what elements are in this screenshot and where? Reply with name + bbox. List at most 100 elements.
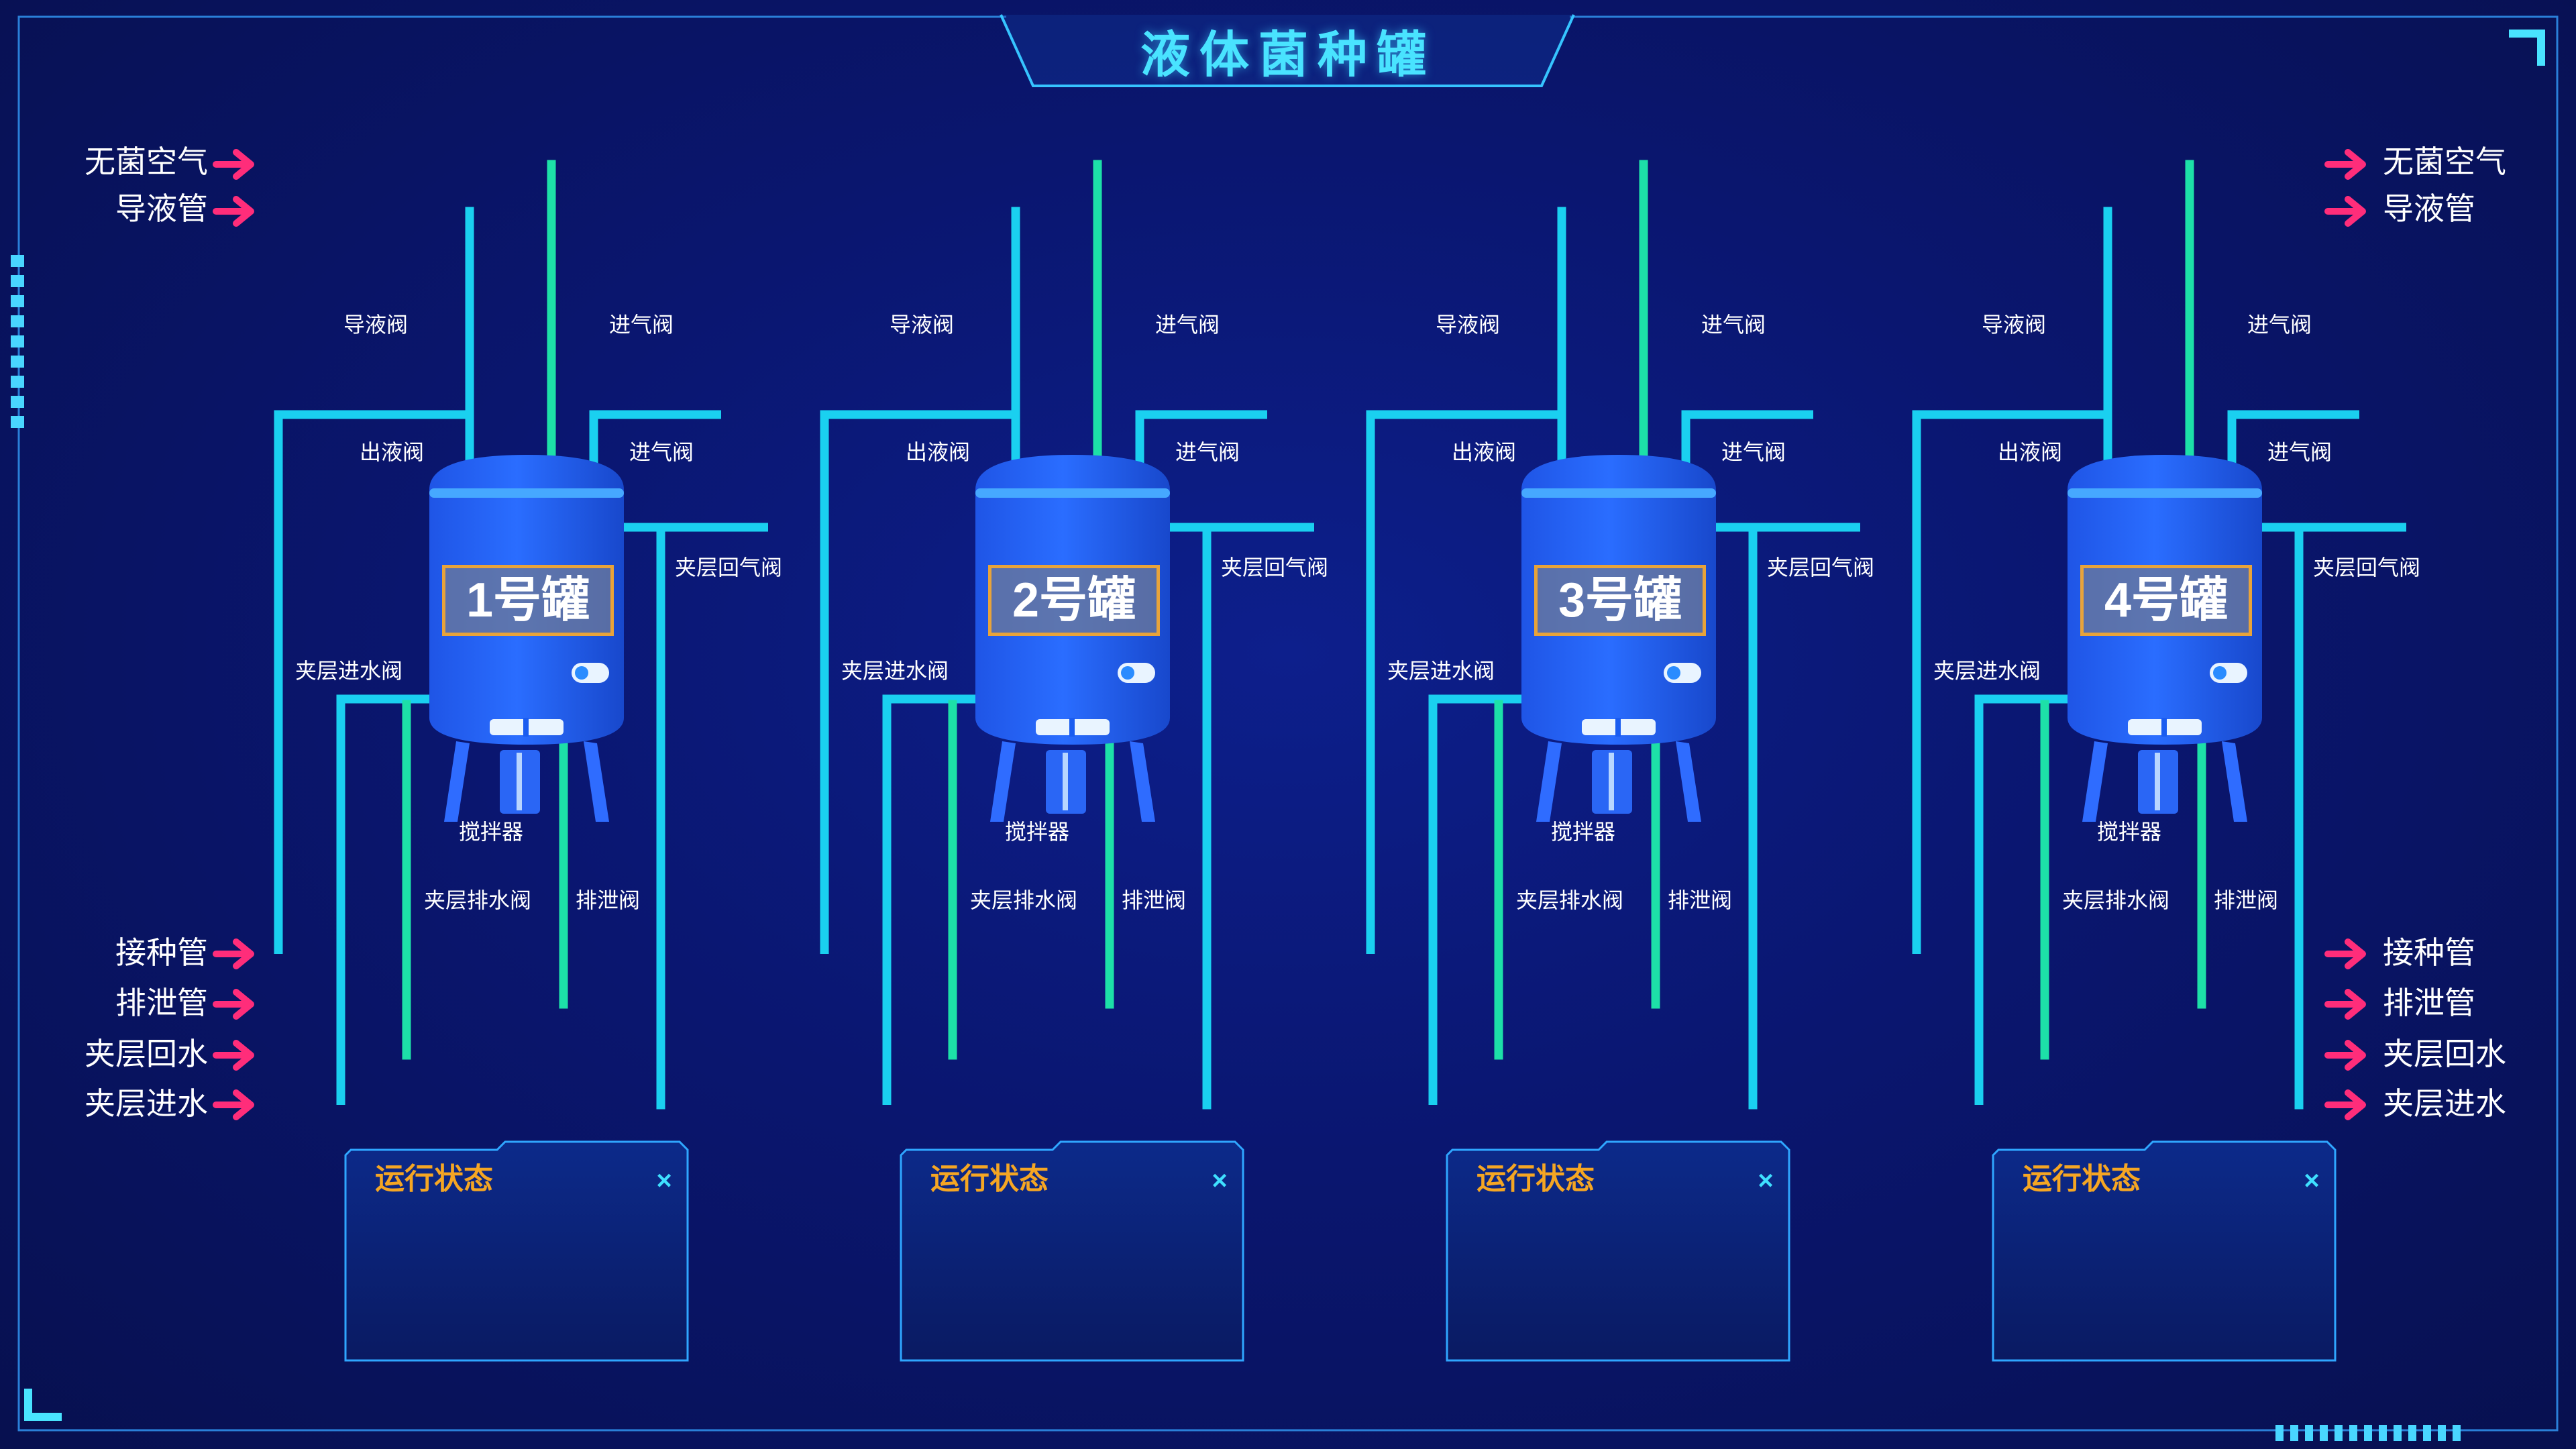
status-panel-frame [344,1140,689,1362]
tank-leg [2222,741,2247,822]
tank-leg [1130,741,1155,822]
edge-dash [11,416,24,428]
edge-dash [11,295,24,307]
valve-label-outlet: 出液阀 [906,440,971,464]
sight-glass-knob [1121,666,1134,680]
edge-dash [2275,1425,2284,1441]
close-icon[interactable]: × [656,1166,672,1195]
status-panel-border [900,1140,1244,1362]
status-panel: 运行状态 × [345,1152,688,1362]
tank-rim-band [429,488,624,498]
tank-name-plate: 2号罐 [988,565,1160,636]
edge-dash [2438,1425,2446,1441]
edge-dash [2320,1425,2328,1441]
valve-label-liquid-guide: 导液阀 [1436,313,1501,337]
status-panel-frame [1446,1140,1790,1362]
title-frame [1000,14,1575,87]
tank-leg [990,741,1016,822]
close-icon[interactable]: × [1212,1166,1228,1195]
valve-label-drain: 排泄阀 [1122,888,1187,912]
valve-label-outlet: 出液阀 [1998,440,2063,464]
valve-label-jacket-water-inlet: 夹层进水阀 [295,659,403,683]
sight-glass-knob [575,666,588,680]
valve-label-liquid-guide: 导液阀 [1982,313,2047,337]
tank-leg [584,741,609,822]
tank-leg [444,741,470,822]
outlet-pipe [1912,410,2108,954]
valve-label-jacket-water-inlet: 夹层进水阀 [1387,659,1495,683]
status-panel: 运行状态 × [1993,1152,2335,1362]
valve-label-outlet: 出液阀 [360,440,425,464]
title-banner: 液体菌种罐 [1006,13,1570,87]
status-panel-frames [344,1140,2337,1362]
left-flow-arrow [213,196,254,227]
status-panel-title: 运行状态 [375,1163,493,1195]
edge-dash [2379,1425,2387,1441]
edge-dash [2334,1425,2343,1441]
edge-dash [2349,1425,2357,1441]
edge-dash [11,356,24,368]
bottom-flange-divider [2161,718,2167,737]
left-flow-arrow [213,1089,254,1120]
air-inlet-pipe [2227,410,2359,470]
air-inlet-pipe [1681,410,1813,470]
outlet-pipe [820,410,1016,954]
edge-dash [11,275,24,287]
left-edge-dashes [11,255,24,428]
pipe-label-right-jacket-return: 夹层回水 [2383,1036,2506,1071]
status-panel-title: 运行状态 [1477,1163,1595,1195]
mixer-label: 搅拌器 [2097,820,2162,844]
tank-rim-band [975,488,1170,498]
valve-label-jacket-return-air: 夹层回气阀 [1767,555,1875,580]
status-panel-border [344,1140,689,1362]
mixer-shaft [1609,753,1614,810]
valve-label-air-inlet: 进气阀 [1721,440,1786,464]
edge-dash [2453,1425,2461,1441]
pipe-label-left-jacket-return: 夹层回水 [85,1036,208,1071]
jacket-water-inlet-pipe [1428,694,1535,1105]
edge-dash [2423,1425,2431,1441]
status-panel-border [1446,1140,1790,1362]
left-flow-arrow [213,1040,254,1071]
corner-bottom-left-mark [24,1389,62,1421]
mixer-shaft [1063,753,1068,810]
pipe-label-left-inoculation: 接种管 [115,935,208,970]
close-icon[interactable]: × [2304,1166,2320,1195]
status-panel: 运行状态 × [901,1152,1243,1362]
tank-rim-band [1521,488,1716,498]
valve-label-air-inlet: 进气阀 [1175,440,1240,464]
valve-label-air-inlet-top: 进气阀 [609,313,674,337]
left-flow-arrow [213,149,254,180]
valve-label-jacket-drain: 夹层排水阀 [970,888,1078,912]
outer-frame [17,15,2559,1432]
tank-vessel [2068,455,2262,822]
close-icon[interactable]: × [1758,1166,1774,1195]
valve-label-air-inlet: 进气阀 [629,440,694,464]
pipe-label-left-liquid-guide: 导液管 [115,191,208,226]
valve-label-liquid-guide: 导液阀 [890,313,955,337]
valve-label-air-inlet-top: 进气阀 [1155,313,1220,337]
mixer-label: 搅拌器 [1551,820,1616,844]
valve-label-drain: 排泄阀 [2214,888,2279,912]
right-flow-arrow [2324,1089,2366,1120]
valve-label-air-inlet: 进气阀 [2267,440,2332,464]
status-panel-border [1992,1140,2337,1362]
status-panel-title: 运行状态 [2023,1163,2141,1195]
edge-dash [11,335,24,347]
air-inlet-pipe [1135,410,1267,470]
edge-dash [2408,1425,2416,1441]
valve-label-jacket-water-inlet: 夹层进水阀 [841,659,949,683]
status-panel-title: 运行状态 [930,1163,1049,1195]
mixer-label: 搅拌器 [1005,820,1070,844]
edge-dash [2305,1425,2313,1441]
pipe-label-right-inoculation: 接种管 [2383,935,2475,970]
status-panel-frame [900,1140,1244,1362]
pipe-label-right-jacket-inlet: 夹层进水 [2383,1086,2506,1121]
tank-name-plate: 3号罐 [1534,565,1706,636]
valve-label-jacket-drain: 夹层排水阀 [2062,888,2170,912]
right-flow-arrow [2324,1040,2366,1071]
outlet-pipe [274,410,470,954]
air-inlet-pipe [589,410,721,470]
tank-graphics [429,455,2262,822]
mixer-shaft [517,753,522,810]
